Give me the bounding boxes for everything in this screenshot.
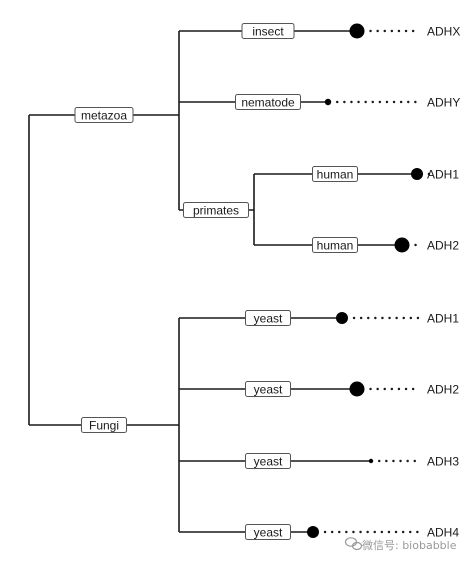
label-text: primates (193, 203, 239, 217)
leaf-label: ADH2 (427, 239, 459, 253)
wechat-icon (344, 537, 363, 551)
tree-edges (28, 30, 417, 533)
watermark-text: 微信号: biobabble (362, 538, 457, 552)
leaf-tip-marker (411, 168, 423, 180)
node-label-primates: primates (183, 202, 249, 218)
node-label-nematode: nematode (235, 94, 301, 110)
label-box (183, 202, 249, 218)
label-box (312, 166, 358, 182)
node-label-human: human (312, 237, 358, 253)
leaf-label: ADHX (427, 25, 460, 39)
leaf-tips (307, 23, 423, 538)
label-box (312, 237, 358, 253)
node-label-yeast: yeast (245, 381, 291, 397)
label-text: nematode (241, 95, 295, 109)
node-label-yeast: yeast (245, 310, 291, 326)
node-label-fungi: Fungi (81, 417, 127, 433)
label-text: human (317, 238, 354, 252)
label-box (245, 524, 291, 540)
label-text: yeast (254, 525, 283, 539)
label-text: Fungi (89, 418, 119, 432)
label-text: insect (252, 24, 284, 38)
label-text: human (317, 167, 354, 181)
node-label-metazoa: metazoa (74, 107, 134, 123)
label-box (81, 417, 127, 433)
leaf-dot-lines (323, 29, 431, 534)
label-text: metazoa (81, 108, 127, 122)
leaf-label: ADHY (427, 96, 460, 110)
node-label-insect: insect (241, 23, 295, 39)
leaf-label: ADH1 (427, 168, 459, 182)
label-box (245, 381, 291, 397)
label-text: yeast (254, 454, 283, 468)
leaf-tip-marker (324, 98, 332, 106)
label-text: yeast (254, 311, 283, 325)
leaf-label: ADH2 (427, 383, 459, 397)
leaf-label: ADH4 (427, 526, 459, 540)
watermark: 微信号: biobabble (344, 537, 457, 552)
label-box (235, 94, 301, 110)
node-label-yeast: yeast (245, 453, 291, 469)
leaf-tip-marker (394, 237, 410, 253)
leaf-label: ADH3 (427, 455, 459, 469)
label-box (245, 453, 291, 469)
node-label-human: human (312, 166, 358, 182)
leaf-label: ADH1 (427, 312, 459, 326)
label-box (245, 310, 291, 326)
label-box (74, 107, 134, 123)
node-labels: metazoa insect nematode primates human humanF… (74, 23, 358, 540)
leaf-tip-marker (368, 458, 374, 464)
label-text: yeast (254, 382, 283, 396)
leaf-tip-marker (349, 381, 365, 397)
leaf-tip-marker (336, 312, 348, 324)
node-label-yeast: yeast (245, 524, 291, 540)
leaf-tip-marker (349, 23, 365, 39)
leaf-tip-marker (307, 526, 319, 538)
label-box (241, 23, 295, 39)
